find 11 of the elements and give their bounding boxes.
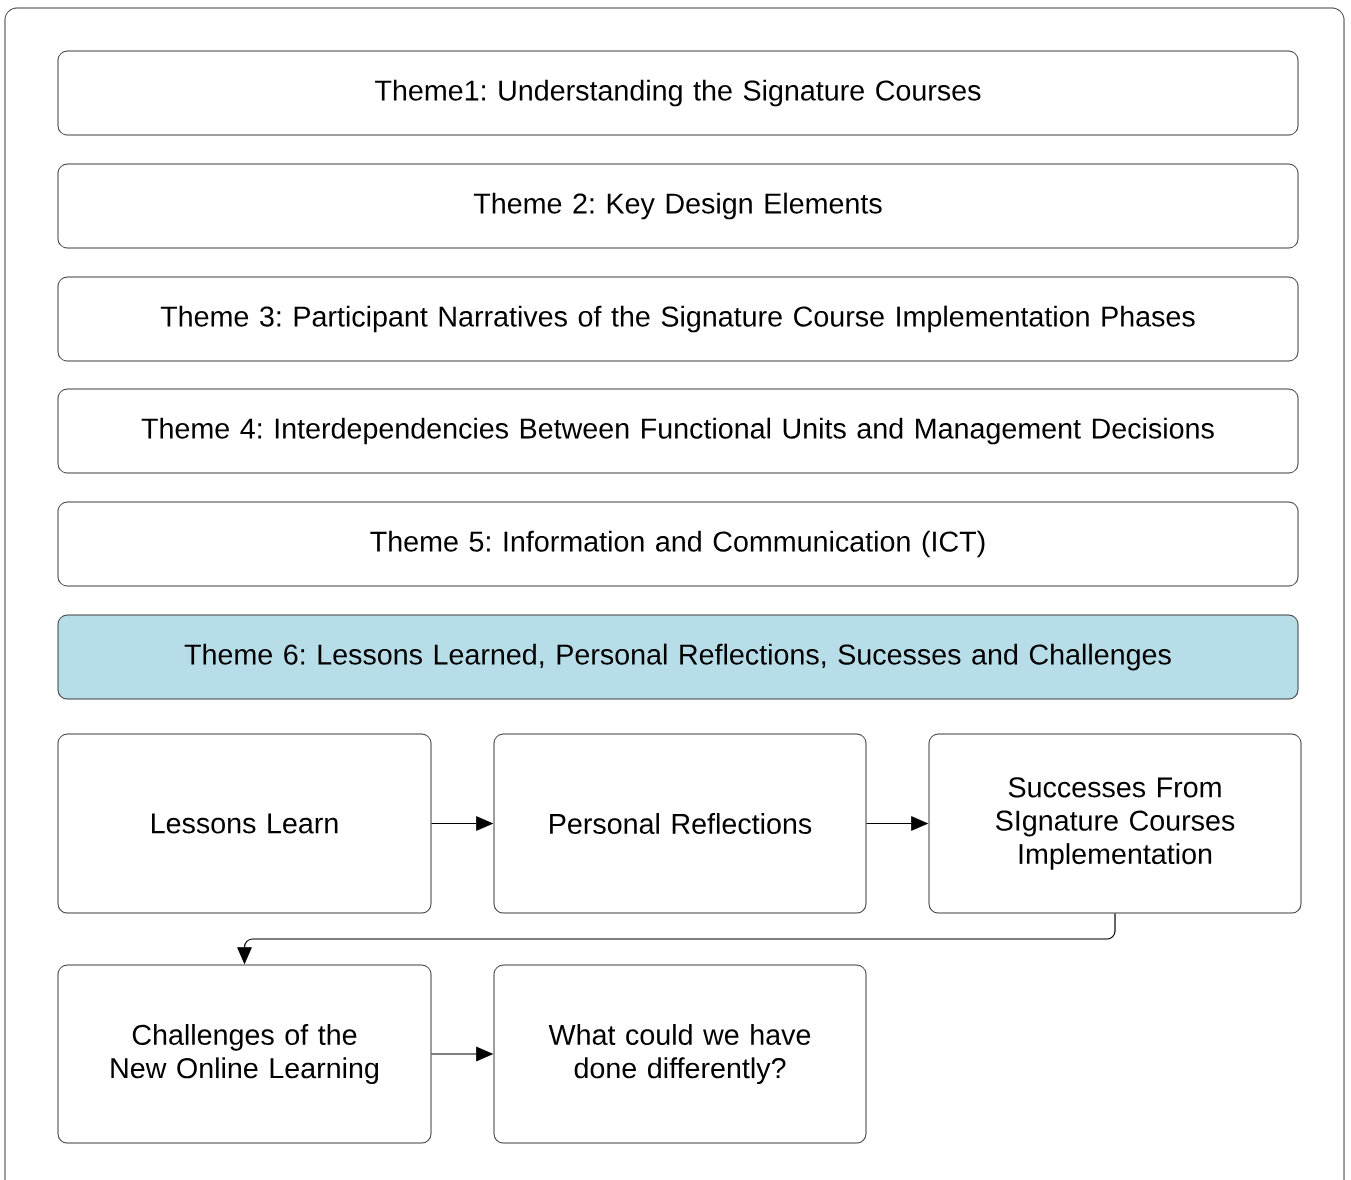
theme-box: Theme 4: Interdependencies Between Functional Units and Management Decisions <box>57 388 1299 474</box>
process-box: Challenges of the New Online Learning <box>57 964 432 1144</box>
theme-box: Theme 2: Key Design Elements <box>57 163 1299 249</box>
theme-box: Theme 6: Lessons Learned, Personal Reflections, Sucesses and Challenges <box>57 614 1299 700</box>
process-box: Personal Reflections <box>493 733 867 914</box>
process-box: Successes From SIgnature Courses Implementation <box>928 733 1302 914</box>
theme-box: Theme1: Understanding the Signature Courses <box>57 50 1299 136</box>
theme-box: Theme 5: Information and Communication (ICT) <box>57 501 1299 587</box>
theme-box: Theme 3: Participant Narratives of the Signature Course Implementation Phases <box>57 276 1299 362</box>
process-box: Lessons Learn <box>57 733 432 914</box>
process-box: What could we have done differently? <box>493 964 867 1144</box>
